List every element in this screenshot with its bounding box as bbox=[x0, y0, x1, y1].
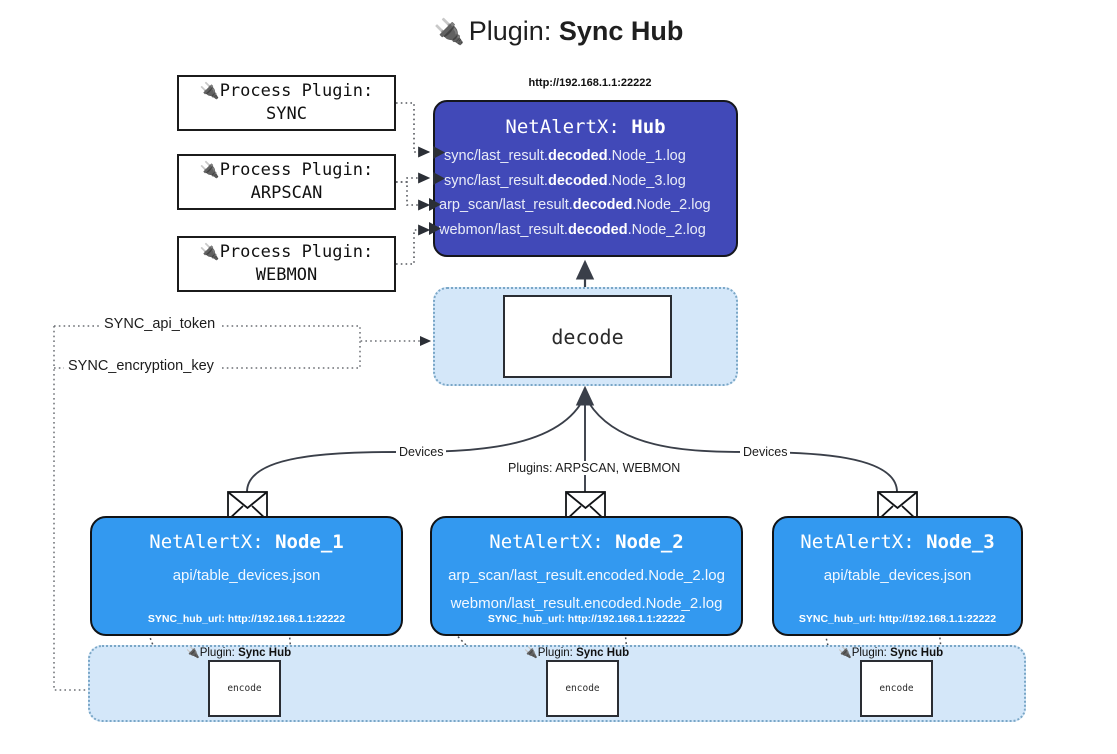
node-box-node-2[interactable]: NetAlertX: Node_2 arp_scan/last_result.e… bbox=[430, 516, 743, 636]
process-plugin-line2: WEBMON bbox=[255, 265, 318, 285]
node-line: webmon/last_result.encoded.Node_2.log bbox=[450, 595, 723, 612]
encoder-caption-3: 🔌Plugin: Sync Hub bbox=[838, 647, 944, 659]
plug-icon: 🔌 bbox=[199, 162, 220, 180]
hub-log-line: arp_scan/last_result.decoded.Node_2.log bbox=[439, 197, 711, 213]
hub-box[interactable]: NetAlertX: Hub sync/last_result.decoded.… bbox=[433, 100, 738, 257]
plug-icon: 🔌 bbox=[199, 83, 220, 101]
hub-url-label: http://192.168.1.1:22222 bbox=[528, 77, 652, 89]
sync-encryption-key-label: SYNC_encryption_key bbox=[64, 358, 218, 374]
plugins-label-center: Plugins: ARPSCAN, WEBMON bbox=[505, 461, 684, 475]
process-plugin-line1: 🔌Process Plugin: bbox=[199, 160, 374, 181]
process-plugin-line1: 🔌Process Plugin: bbox=[199, 81, 374, 102]
encoder-caption-2: 🔌Plugin: Sync Hub bbox=[524, 647, 630, 659]
process-plugin-line2: ARPSCAN bbox=[250, 183, 323, 203]
plug-icon: 🔌 bbox=[524, 647, 538, 659]
hub-log-line: sync/last_result.decoded.Node_1.log bbox=[444, 148, 686, 164]
process-plugin-box-arpscan[interactable]: 🔌Process Plugin: ARPSCAN bbox=[177, 154, 396, 210]
node-line-list: api/table_devices.json bbox=[774, 567, 1021, 584]
encoder-caption-1: 🔌Plugin: Sync Hub bbox=[186, 647, 292, 659]
encode-box-3[interactable]: encode bbox=[860, 660, 933, 717]
process-plugin-line2: SYNC bbox=[266, 104, 307, 124]
devices-label-right: Devices bbox=[740, 445, 791, 459]
hub-log-line: webmon/last_result.decoded.Node_2.log bbox=[439, 221, 706, 238]
process-plugin-box-sync[interactable]: 🔌Process Plugin: SYNC bbox=[177, 75, 396, 131]
plug-icon: 🔌 bbox=[838, 647, 852, 659]
node-title: NetAlertX: Node_2 bbox=[489, 531, 684, 553]
node-line-list: arp_scan/last_result.encoded.Node_2.log … bbox=[432, 567, 741, 612]
node-title: NetAlertX: Node_1 bbox=[149, 531, 344, 553]
encode-box-1[interactable]: encode bbox=[208, 660, 281, 717]
devices-label-left: Devices bbox=[396, 445, 447, 459]
decode-box[interactable]: decode bbox=[503, 295, 672, 378]
node-title: NetAlertX: Node_3 bbox=[800, 531, 995, 553]
node-box-node-3[interactable]: NetAlertX: Node_3 api/table_devices.json… bbox=[772, 516, 1023, 636]
plug-icon: 🔌 bbox=[199, 244, 220, 262]
plug-icon: 🔌 bbox=[433, 18, 465, 46]
node-line-list: api/table_devices.json bbox=[92, 567, 401, 584]
node-footer: SYNC_hub_url: http://192.168.1.1:22222 bbox=[798, 613, 997, 625]
node-footer: SYNC_hub_url: http://192.168.1.1:22222 bbox=[147, 613, 346, 625]
node-line: api/table_devices.json bbox=[172, 567, 321, 584]
node-box-node-1[interactable]: NetAlertX: Node_1 api/table_devices.json… bbox=[90, 516, 403, 636]
page-title-name: Sync Hub bbox=[558, 16, 684, 46]
sync-api-token-label: SYNC_api_token bbox=[100, 316, 220, 332]
node-line: arp_scan/last_result.encoded.Node_2.log bbox=[448, 567, 725, 584]
encode-box-2[interactable]: encode bbox=[546, 660, 619, 717]
page-title: 🔌Plugin: Sync Hub bbox=[0, 16, 1117, 47]
hub-log-line: sync/last_result.decoded.Node_3.log bbox=[444, 172, 686, 189]
node-footer: SYNC_hub_url: http://192.168.1.1:22222 bbox=[487, 613, 686, 625]
hub-log-list: sync/last_result.decoded.Node_1.log sync… bbox=[435, 149, 736, 237]
hub-title: NetAlertX: Hub bbox=[505, 116, 666, 138]
process-plugin-box-webmon[interactable]: 🔌Process Plugin: WEBMON bbox=[177, 236, 396, 292]
node-line: api/table_devices.json bbox=[823, 567, 972, 584]
page-title-prefix: Plugin: bbox=[468, 16, 552, 46]
process-plugin-line1: 🔌Process Plugin: bbox=[199, 242, 374, 263]
plug-icon: 🔌 bbox=[186, 647, 200, 659]
